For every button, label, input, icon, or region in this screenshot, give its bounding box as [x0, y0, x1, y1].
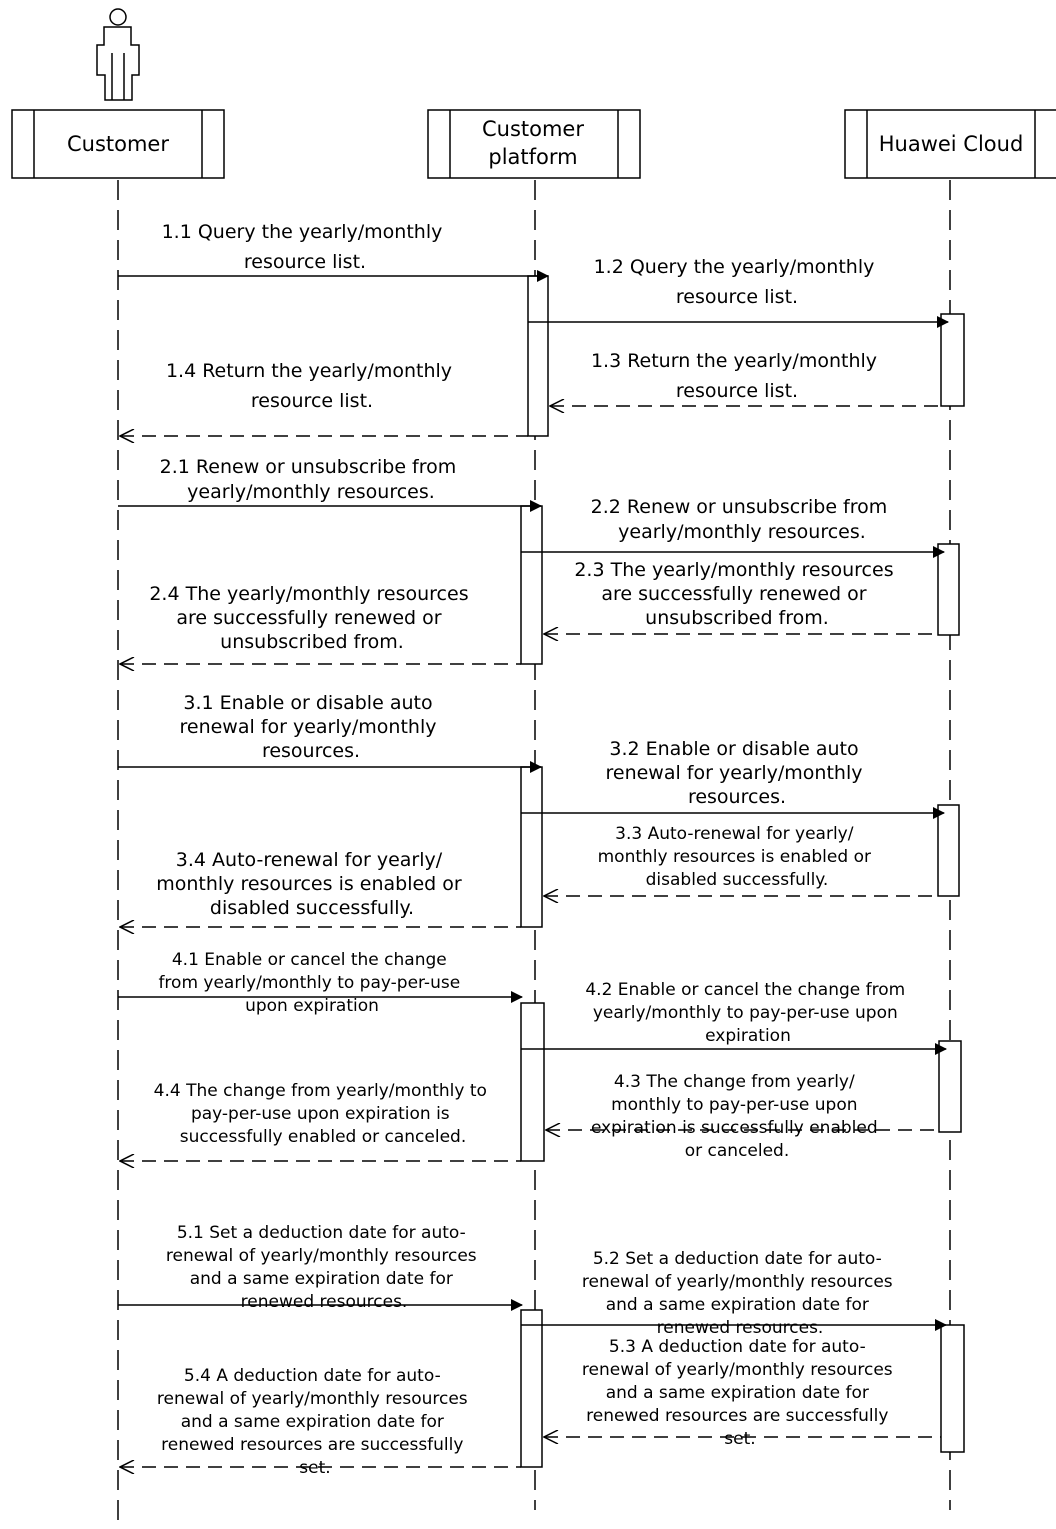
message-1-4: 1.4 Return the yearly/monthly resource l…: [166, 360, 458, 412]
message-2-2: 2.2 Renew or unsubscribe from yearly/mon…: [591, 496, 894, 543]
activation-cloud-1: [940, 313, 965, 407]
message-1-2: 1.2 Query the yearly/monthly resource li…: [594, 256, 881, 308]
message-2-4: 2.4 The yearly/monthly resources are suc…: [149, 583, 474, 653]
message-5-1: 5.1 Set a deduction date for auto- renew…: [166, 1223, 482, 1312]
activation-platform-1: [527, 275, 549, 437]
message-3-2: 3.2 Enable or disable auto renewal for y…: [605, 738, 868, 808]
activation-platform-2: [520, 505, 543, 665]
activation-platform-4: [520, 1002, 545, 1162]
message-4-2: 4.2 Enable or cancel the change from yea…: [585, 980, 910, 1046]
activation-cloud-2: [937, 543, 960, 636]
customer-actor-icon: [96, 8, 140, 101]
platform-title-line1: Customer: [482, 117, 584, 141]
activation-cloud-5: [940, 1324, 965, 1453]
message-2-1: 2.1 Renew or unsubscribe from yearly/mon…: [160, 456, 463, 503]
customer-title: Customer: [67, 132, 169, 156]
lifeline-header-customer: [11, 109, 225, 179]
cloud-title: Huawei Cloud: [879, 132, 1024, 156]
lifeline-header-platform: [427, 109, 641, 179]
activation-platform-3: [520, 766, 543, 928]
message-1-3: 1.3 Return the yearly/monthly resource l…: [591, 350, 883, 402]
message-5-4: 5.4 A deduction date for auto- renewal o…: [157, 1366, 473, 1478]
activation-platform-5: [520, 1309, 543, 1468]
message-2-3: 2.3 The yearly/monthly resources are suc…: [574, 559, 899, 629]
message-3-1: 3.1 Enable or disable auto renewal for y…: [179, 692, 442, 762]
activation-cloud-4: [938, 1040, 962, 1133]
message-3-4: 3.4 Auto-renewal for yearly/ monthly res…: [156, 849, 468, 919]
platform-title-line2: platform: [488, 145, 577, 169]
lifeline-header-cloud: [844, 109, 1056, 179]
activation-cloud-3: [937, 804, 960, 897]
message-1-1: 1.1 Query the yearly/monthly resource li…: [162, 221, 449, 273]
message-4-4: 4.4 The change from yearly/monthly to pa…: [154, 1081, 493, 1147]
message-3-3: 3.3 Auto-renewal for yearly/ monthly res…: [598, 824, 877, 890]
message-5-3: 5.3 A deduction date for auto- renewal o…: [582, 1337, 898, 1449]
message-4-3: 4.3 The change from yearly/ monthly to p…: [591, 1072, 883, 1161]
message-4-1: 4.1 Enable or cancel the change from yea…: [158, 950, 465, 1016]
message-5-2: 5.2 Set a deduction date for auto- renew…: [582, 1249, 898, 1338]
